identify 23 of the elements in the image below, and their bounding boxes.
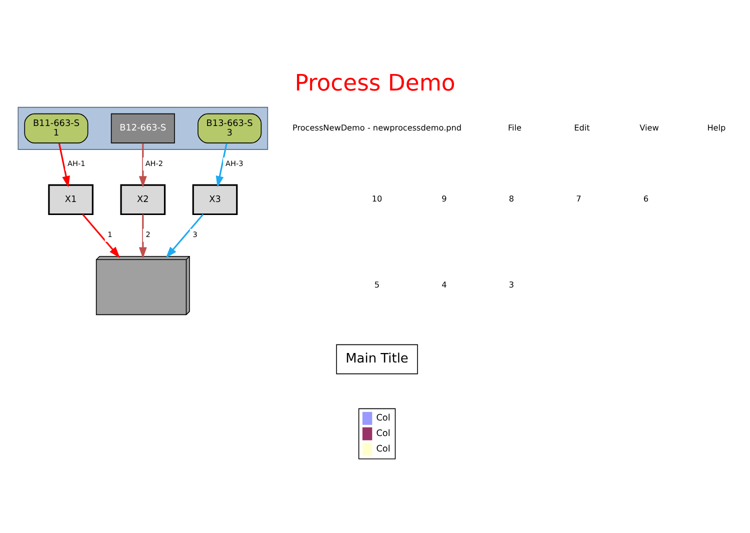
label: 7: [576, 194, 582, 204]
label: File: [508, 122, 522, 132]
legend-label: Col: [376, 414, 390, 424]
label: 5: [374, 280, 380, 290]
label: 10: [372, 194, 382, 204]
label: Edit: [574, 122, 590, 132]
edge-label: 2: [146, 230, 150, 240]
label: 6: [643, 194, 649, 204]
label: 3: [508, 280, 514, 290]
label: View: [640, 122, 659, 132]
edge-label: 3: [192, 230, 198, 240]
label: 9: [442, 194, 447, 204]
edge-label: AH-2: [145, 158, 164, 168]
edge-label: AH-1: [68, 158, 86, 168]
label: 8: [508, 194, 514, 204]
label: 4: [442, 280, 447, 290]
legend-label: Col: [376, 429, 390, 440]
edge-label: 1: [108, 230, 112, 240]
label: ProcessNewDemo - newprocessdemo.pnd: [292, 122, 462, 132]
label: Help: [707, 122, 726, 132]
legend-label: Col: [376, 444, 390, 454]
diagram-title: Process Demo: [294, 70, 456, 97]
edge-label: AH-3: [226, 158, 244, 168]
